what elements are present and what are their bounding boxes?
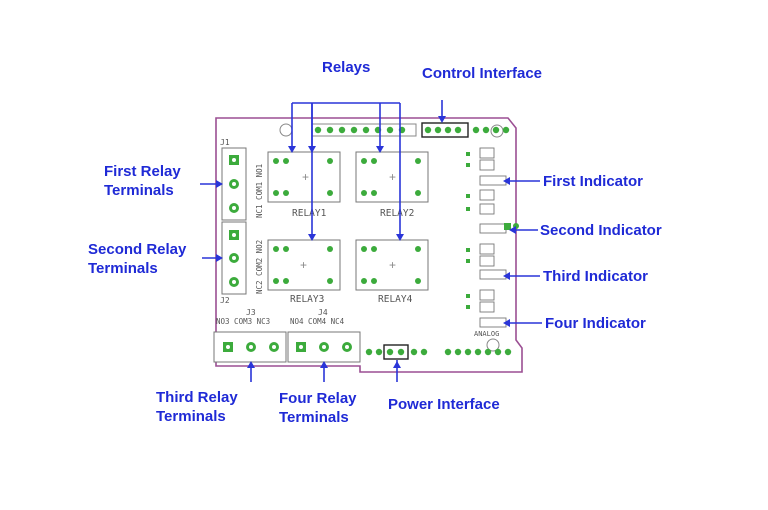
svg-text:+: + [389, 170, 396, 184]
j3-terminal-block [213, 331, 287, 363]
first-relay-terminals-label-line1: First Relay [104, 163, 181, 180]
control-interface-header [421, 122, 510, 138]
relays-label: Relays [322, 59, 370, 76]
relay2-silk-label: RELAY2 [380, 208, 414, 219]
relay4-footprint: + [355, 239, 429, 291]
relay3-silk-label: RELAY3 [290, 294, 324, 305]
third-relay-terminals-label-line2: Terminals [156, 408, 226, 425]
leader-arrowheads [216, 116, 516, 368]
indicator-pads [466, 152, 519, 309]
first-indicator-label: First Indicator [543, 173, 643, 190]
first-relay-terminals-label-line2: Terminals [104, 182, 174, 199]
bottom-pin-header [365, 344, 512, 360]
four-indicator-label: Four Indicator [545, 315, 646, 332]
j1-pin-labels: NC1 COM1 NO1 [255, 164, 264, 218]
top-pin-header [311, 123, 417, 137]
j4-pin-labels: NO4 COM4 NC4 [290, 317, 345, 326]
j1-terminal-block [221, 147, 247, 221]
four-relay-terminals-label-line1: Four Relay [279, 390, 357, 407]
second-indicator-label: Second Indicator [540, 222, 662, 239]
svg-text:+: + [300, 258, 307, 272]
relay2-footprint: + [355, 151, 429, 203]
svg-text:+: + [302, 170, 309, 184]
relay1-footprint: + [267, 151, 341, 203]
j3-pin-labels: NO3 COM3 NC3 [216, 317, 270, 326]
four-relay-terminals-label-line2: Terminals [279, 409, 349, 426]
j2-pin-labels: NC2 COM2 NO2 [255, 240, 264, 294]
svg-text:+: + [389, 258, 396, 272]
j2-terminal-block [221, 221, 247, 295]
relay3-footprint: + [267, 239, 341, 291]
j3-silk-label: J3 [246, 308, 256, 317]
second-relay-terminals-label-line2: Terminals [88, 260, 158, 277]
power-interface-label: Power Interface [388, 396, 500, 413]
analog-silk-label: ANALOG [474, 330, 499, 338]
j4-silk-label: J4 [318, 308, 328, 317]
j1-silk-label: J1 [220, 138, 230, 147]
mounting-hole [486, 338, 500, 352]
second-relay-terminals-label-line1: Second Relay [88, 241, 187, 258]
third-relay-terminals-label-line1: Third Relay [156, 389, 238, 406]
j2-silk-label: J2 [220, 296, 230, 305]
control-interface-label: Control Interface [422, 65, 542, 82]
third-indicator-label: Third Indicator [543, 268, 648, 285]
relay1-silk-label: RELAY1 [292, 208, 327, 219]
j4-terminal-block [287, 331, 361, 363]
relay4-silk-label: RELAY4 [378, 294, 413, 305]
